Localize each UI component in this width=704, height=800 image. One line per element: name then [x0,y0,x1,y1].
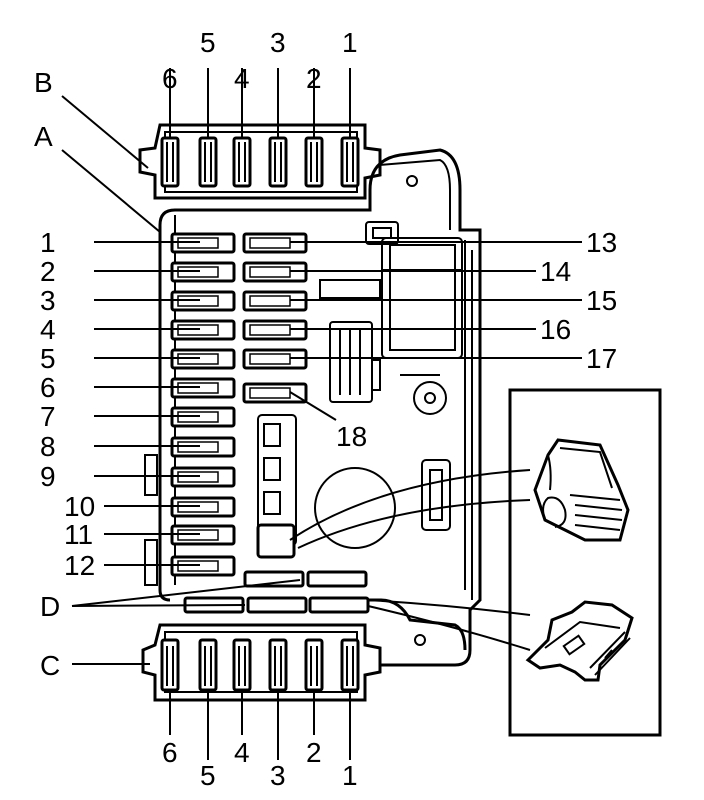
connector-b-pin-label: 6 [162,63,178,94]
connector-c-pin-label: 2 [306,737,322,768]
connector-b-pin-slot [310,142,318,182]
blade-fuse-icon [525,600,634,682]
connector-c-pin [160,638,180,692]
connector-c-pin-label: 3 [270,760,286,791]
fuse-label-left: 1 [40,227,56,258]
fuse-blade-right [249,324,291,336]
connector-c-pin [232,638,252,692]
connector-c-pin-slot [166,646,174,686]
connector-b-pin-slot [274,142,282,182]
connector-b-pin-slot [238,142,246,182]
fuse-label-left: 3 [40,285,56,316]
labels-layer: B A D C 65432165432112345678910111213141… [34,27,617,791]
right-fuse-column [242,232,582,421]
fuse-label-left: 12 [64,550,95,581]
connector-c-pin-slot [204,646,212,686]
fuse-blade-right [249,387,291,399]
connector-c-pin-slot [310,646,318,686]
connector-c-pin-label: 4 [234,737,250,768]
connector-b-pin-slot [166,142,174,182]
connector-b-pin [232,136,252,188]
connector-b-pin [268,136,288,188]
fuse-label-right: 14 [540,256,571,287]
fuse-label-left: 5 [40,343,56,374]
spare-fuses-d [183,570,370,614]
connector-c-pin-slot [238,646,246,686]
callout-d: D [40,591,60,622]
callout-b: B [34,67,53,98]
connector-c-pins [160,638,360,760]
fuse-label-left: 7 [40,401,56,432]
fuse-label-right: 17 [586,343,617,374]
connector-b-pins [160,68,360,188]
fuse-leader-right [289,391,337,421]
fuse-label-right: 13 [586,227,617,258]
fuse-blade-right [249,266,291,278]
leader-lines [61,95,531,665]
connector-c-pin-label: 6 [162,737,178,768]
fuse-label-left: 9 [40,461,56,492]
fuse-blade-right [249,295,291,307]
connector-c-pin [268,638,288,692]
connector-c-pin-slot [274,646,282,686]
inset-panel [508,388,662,737]
connector-b-pin [160,136,180,188]
connector-b-pin-label: 2 [306,63,322,94]
connector-b-pin [304,136,324,188]
fuse-label-right: 15 [586,285,617,316]
connector-b-pin [198,136,218,188]
fuse-blade-right [249,237,291,249]
fuse-label-right: 16 [540,314,571,345]
fuse-label-left: 8 [40,431,56,462]
connector-c-pin [198,638,218,692]
fuse-label-left: 2 [40,256,56,287]
connector-c-pin-slot [346,646,354,686]
fuse-blade-right [249,353,291,365]
connector-c-pin-label: 1 [342,760,358,791]
connector-b-pin-label: 3 [270,27,286,58]
callout-a: A [34,121,53,152]
connector-c-pin [340,638,360,692]
fuse-puller-icon [533,438,630,542]
connector-b-pin-label: 1 [342,27,358,58]
callout-c: C [40,650,60,681]
connector-b-pin-label: 4 [234,63,250,94]
connector-b-pin-slot [346,142,354,182]
fuse-label-left: 6 [40,372,56,403]
connector-c-pin-label: 5 [200,760,216,791]
left-fuse-column [94,232,236,577]
fuse-label-left: 11 [64,519,93,550]
connector-b-pin-slot [204,142,212,182]
fuse-label-left: 4 [40,314,56,345]
connector-c-pin [304,638,324,692]
connector-b-pin [340,136,360,188]
fuse-label-right: 18 [336,421,367,452]
fuse-label-left: 10 [64,491,95,522]
connector-b-pin-label: 5 [200,27,216,58]
